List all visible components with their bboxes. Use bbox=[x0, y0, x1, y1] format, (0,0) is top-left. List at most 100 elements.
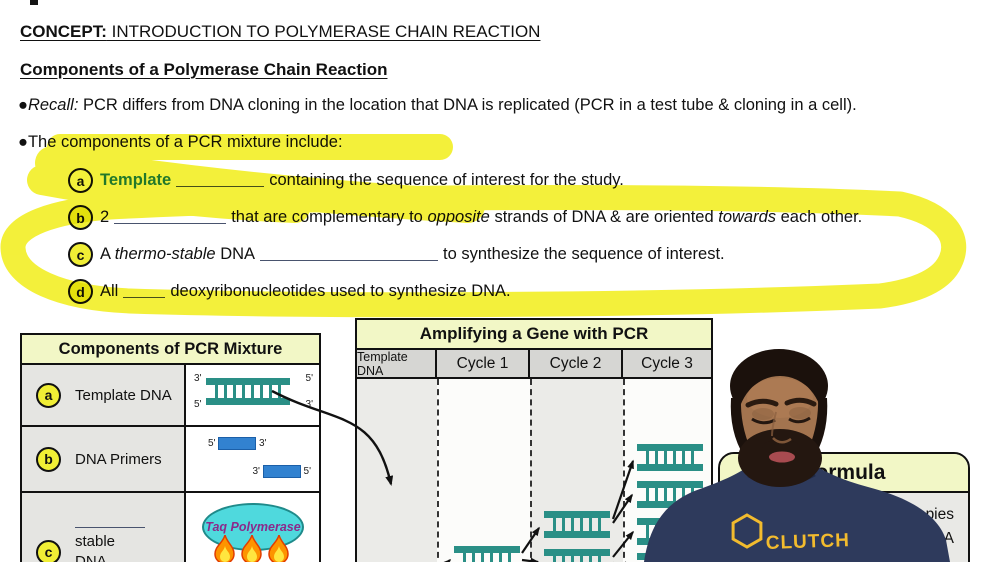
item-b-mid1: that are complementary to bbox=[231, 208, 423, 226]
prime-label: 3' bbox=[194, 373, 202, 384]
column-divider bbox=[437, 379, 439, 562]
row-b-label: DNA Primers bbox=[75, 450, 162, 468]
item-b-em2: towards bbox=[718, 208, 777, 226]
row-a-badge: a bbox=[36, 382, 61, 408]
column-divider bbox=[623, 379, 625, 562]
recall-text: PCR differs from DNA cloning in the loca… bbox=[78, 96, 857, 114]
nose-bridge bbox=[771, 411, 777, 437]
item-a-after: containing the sequence of interest for … bbox=[269, 171, 624, 189]
fill-blank bbox=[260, 247, 439, 261]
prime-label: 5' bbox=[303, 466, 311, 478]
item-b-pre: 2 bbox=[100, 208, 110, 226]
item-c-pre: A bbox=[100, 245, 111, 263]
item-a-text: Template containing the sequence of inter… bbox=[100, 171, 624, 190]
item-c-end: to synthesize the sequence of interest. bbox=[443, 245, 725, 263]
row-b-badge: b bbox=[36, 446, 61, 472]
concept-text: INTRODUCTION TO POLYMERASE CHAIN REACTIO… bbox=[106, 22, 541, 41]
item-b-end: each other. bbox=[780, 208, 863, 226]
eyebrow-right bbox=[784, 397, 817, 407]
prime-label: 5' bbox=[305, 373, 313, 384]
item-c-em: thermo-stable bbox=[114, 245, 216, 263]
prime-label: 3' bbox=[252, 466, 260, 478]
presenter-webcam: CLUTCH bbox=[644, 349, 950, 562]
row-c-badge: c bbox=[36, 539, 61, 562]
prime-label: 5' bbox=[194, 399, 202, 410]
dna-primers-figure: 5' 3' 3' 5' bbox=[186, 427, 319, 491]
template-dna-figure: 3' 5' 5' 3' bbox=[186, 365, 319, 425]
item-c-text: A thermo-stable DNA to synthesize the seq… bbox=[100, 245, 725, 264]
col-header-cycle-1: Cycle 1 bbox=[437, 350, 530, 377]
branch-arrows bbox=[442, 459, 635, 562]
pcr-amplification-diagram: Amplifying a Gene with PCR Template DNA … bbox=[355, 318, 713, 562]
section-title: Components of a Polymerase Chain Reactio… bbox=[20, 60, 388, 79]
eyebrow-left bbox=[745, 398, 779, 408]
table-row-template-dna: a Template DNA 3' 5' 5' 3' bbox=[22, 365, 319, 427]
primer-icon bbox=[218, 437, 257, 450]
item-b-badge: b bbox=[68, 205, 93, 230]
item-c-badge: c bbox=[68, 242, 93, 267]
col-header-cycle-2: Cycle 2 bbox=[530, 350, 623, 377]
item-b-text: 2 that are complementary to opposite stra… bbox=[100, 208, 862, 227]
item-b-mid2: strands of DNA & are oriented bbox=[494, 208, 714, 226]
col-header-template-dna: Template DNA bbox=[357, 350, 437, 378]
col-header-cycle-3: Cycle 3 bbox=[641, 354, 693, 372]
primer-top: 5' 3' bbox=[208, 437, 267, 450]
item-b-em1: opposite bbox=[427, 208, 490, 226]
prime-label: 3' bbox=[305, 399, 313, 410]
clutch-hexagon-logo-icon bbox=[731, 513, 763, 549]
dna-duplex-icon bbox=[637, 444, 703, 471]
mixture-table-title: Components of PCR Mixture bbox=[22, 335, 319, 365]
flames-icon bbox=[214, 535, 289, 562]
recall-bullet: ●Recall: PCR differs from DNA cloning in… bbox=[18, 96, 857, 115]
item-a-term: Template bbox=[100, 171, 172, 189]
mouth bbox=[769, 451, 795, 463]
bullet-dot: ● bbox=[18, 133, 28, 151]
row-a-label: Template DNA bbox=[75, 386, 172, 404]
shirt-logo-text: CLUTCH bbox=[765, 530, 850, 554]
pcr-diagram-title: Amplifying a Gene with PCR bbox=[357, 320, 711, 350]
row-c-line1: stable bbox=[75, 533, 116, 550]
fill-blank bbox=[75, 514, 145, 528]
page-edge-mark bbox=[30, 0, 38, 5]
table-row-dna-primers: b DNA Primers 5' 3' 3' 5' bbox=[22, 427, 319, 493]
components-intro: The components of a PCR mixture include: bbox=[27, 133, 343, 151]
prime-label: 3' bbox=[259, 438, 267, 450]
pcr-mixture-table: Components of PCR Mixture a Template DNA … bbox=[20, 333, 321, 562]
item-c-mid: DNA bbox=[220, 245, 256, 263]
presenter-torso bbox=[644, 450, 950, 562]
list-item-b: b 2 that are complementary to opposite st… bbox=[68, 205, 862, 230]
primer-icon bbox=[262, 465, 301, 478]
closed-eye-right bbox=[788, 416, 811, 424]
pcr-diagram-body bbox=[357, 379, 711, 562]
nose bbox=[772, 437, 792, 444]
list-item-a: a Template containing the sequence of int… bbox=[68, 168, 624, 193]
components-bullet: ●The components of a PCR mixture include… bbox=[18, 133, 343, 152]
item-d-pre: All bbox=[100, 282, 119, 300]
fill-blank bbox=[176, 173, 265, 187]
item-a-badge: a bbox=[68, 168, 93, 193]
fill-blank bbox=[123, 284, 166, 298]
concept-label: CONCEPT: bbox=[20, 22, 107, 41]
dna-duplex-icon bbox=[206, 378, 290, 405]
dna-duplex-icon bbox=[544, 511, 610, 538]
eyelid-left bbox=[752, 408, 774, 420]
prime-label: 5' bbox=[208, 438, 216, 450]
taq-polymerase-figure: Taq Polymerase bbox=[186, 493, 319, 562]
column-divider bbox=[530, 379, 532, 562]
bullet-dot: ● bbox=[18, 96, 28, 114]
item-d-text: All deoxyribonucleotides used to synthesi… bbox=[100, 282, 511, 301]
fill-blank bbox=[114, 210, 227, 224]
primer-bottom: 3' 5' bbox=[252, 465, 311, 478]
item-d-end: deoxyribonucleotides used to synthesize … bbox=[170, 282, 511, 300]
row-c-line2: DNA Polymerase bbox=[75, 553, 106, 562]
column-bg bbox=[437, 379, 530, 562]
eyelid-right bbox=[789, 407, 811, 419]
list-item-d: d All deoxyribonucleotides used to synthe… bbox=[68, 279, 511, 304]
item-d-badge: d bbox=[68, 279, 93, 304]
dna-duplex-icon bbox=[544, 549, 610, 562]
list-item-c: c A thermo-stable DNA to synthesize the s… bbox=[68, 242, 725, 267]
pcr-diagram-columns: Template DNA Cycle 1 Cycle 2 Cycle 3 bbox=[357, 350, 711, 379]
